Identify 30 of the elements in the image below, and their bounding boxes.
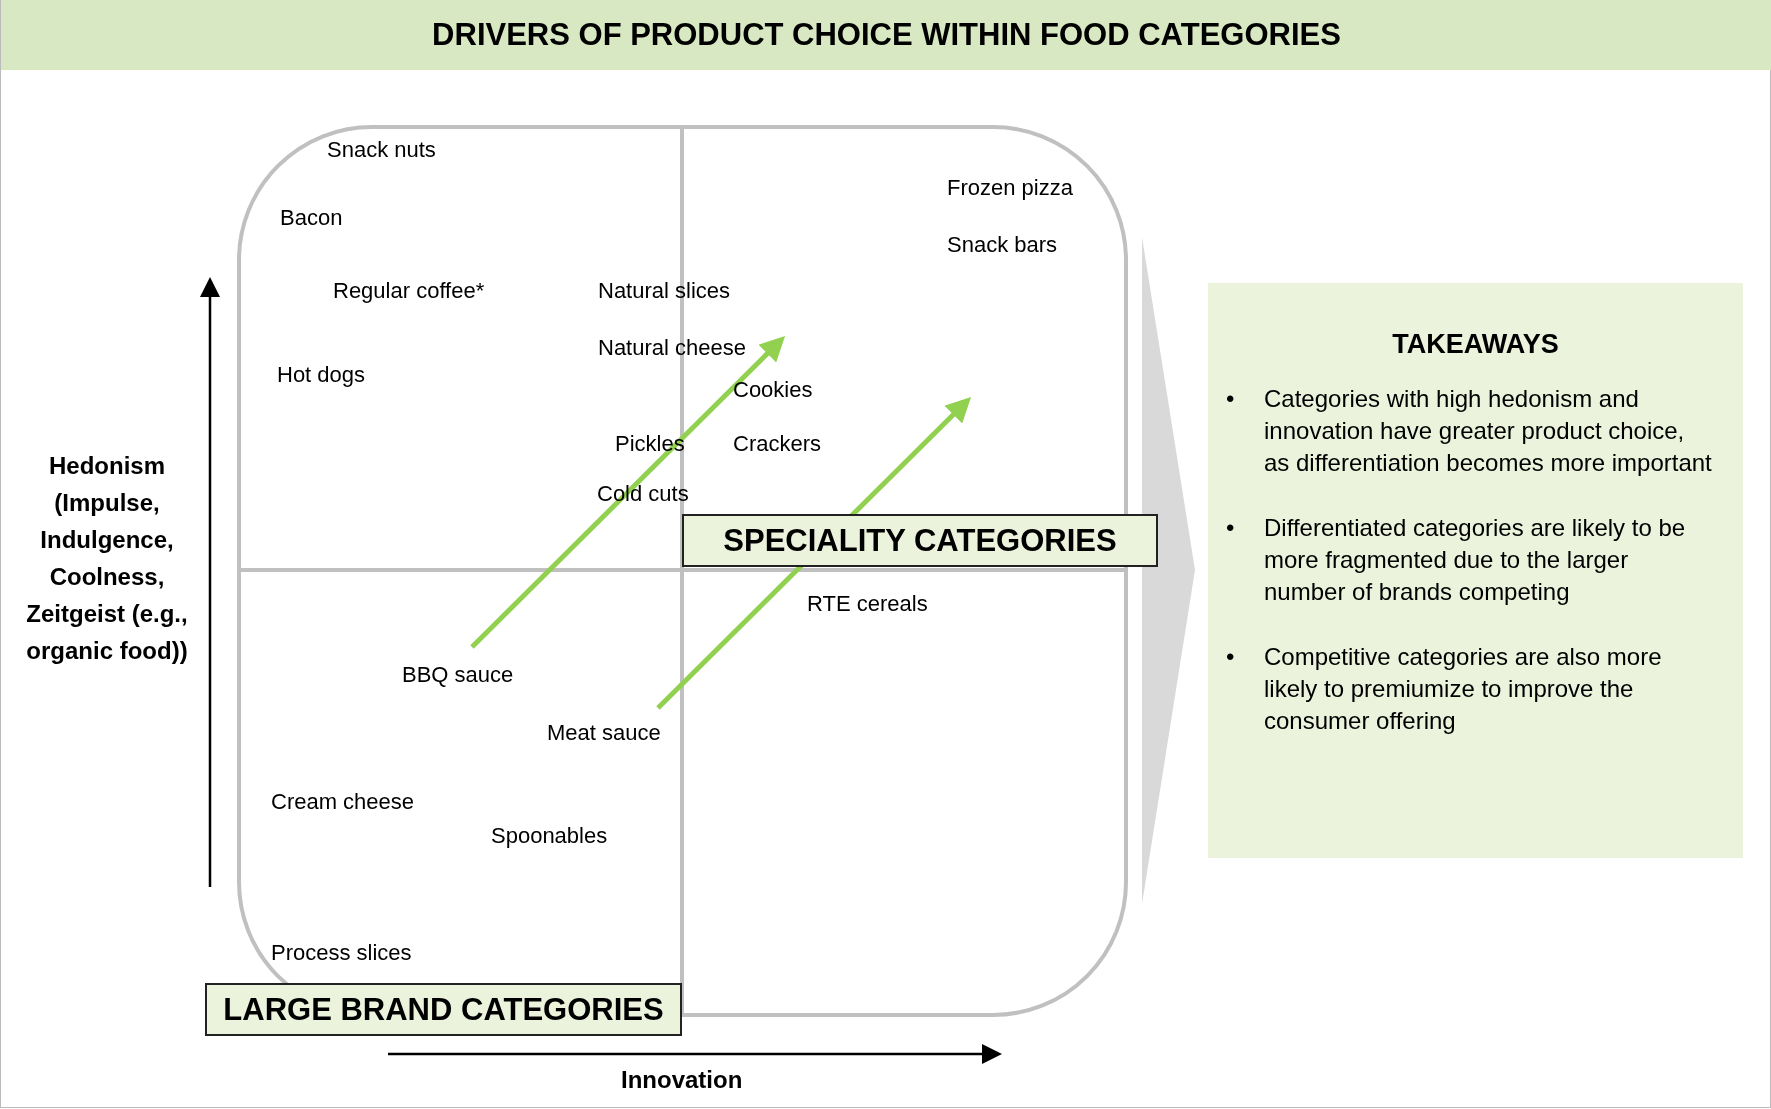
category-label: Frozen pizza — [947, 175, 1073, 201]
bullet-marker: • — [1226, 642, 1236, 672]
bullet-marker: • — [1226, 384, 1236, 414]
category-label: Cookies — [733, 377, 813, 403]
category-label: Natural slices — [598, 278, 731, 304]
bullet-text: Categories with high hedonism and innovation have greater product choice, as differentiation becomes more important — [1264, 384, 1713, 478]
category-label: Natural cheese — [598, 335, 746, 361]
panel-heading: TAKEAWAYS — [1391, 329, 1560, 360]
category-label: Snack bars — [947, 232, 1058, 258]
category-label: Regular coffee* — [333, 278, 485, 304]
category-label: RTE cereals — [807, 591, 928, 617]
axis-title: Hedonism (Impulse, Indulgence, Coolness, Zeitgeist (e.g., organic food)) — [25, 451, 189, 666]
chevron-arrow — [1142, 237, 1195, 904]
category-box: SPECIALITY CATEGORIES — [682, 514, 1158, 567]
category-label: Snack nuts — [327, 137, 436, 163]
category-label: Bacon — [280, 205, 343, 231]
category-label: BBQ sauce — [402, 662, 514, 688]
bullet-marker: • — [1226, 513, 1236, 543]
category-label: Spoonables — [491, 823, 608, 849]
bullet-text: Differentiated categories are likely to be more fragmented due to the larger number of brands competing — [1264, 513, 1687, 607]
category-label: Cream cheese — [271, 789, 415, 815]
title: DRIVERS OF PRODUCT CHOICE WITHIN FOOD CATEGORIES — [432, 17, 1341, 53]
takeaways-panel — [1208, 283, 1743, 858]
category-label: Hot dogs — [277, 362, 366, 388]
category-label: Crackers — [733, 431, 821, 457]
axis-title: Innovation — [621, 1066, 743, 1094]
category-box: LARGE BRAND CATEGORIES — [205, 983, 682, 1036]
category-label: Meat sauce — [547, 720, 661, 746]
bullet-text: Competitive categories are also more likely to premiumize to improve the consumer offering — [1264, 642, 1663, 736]
category-label: Process slices — [271, 940, 412, 966]
